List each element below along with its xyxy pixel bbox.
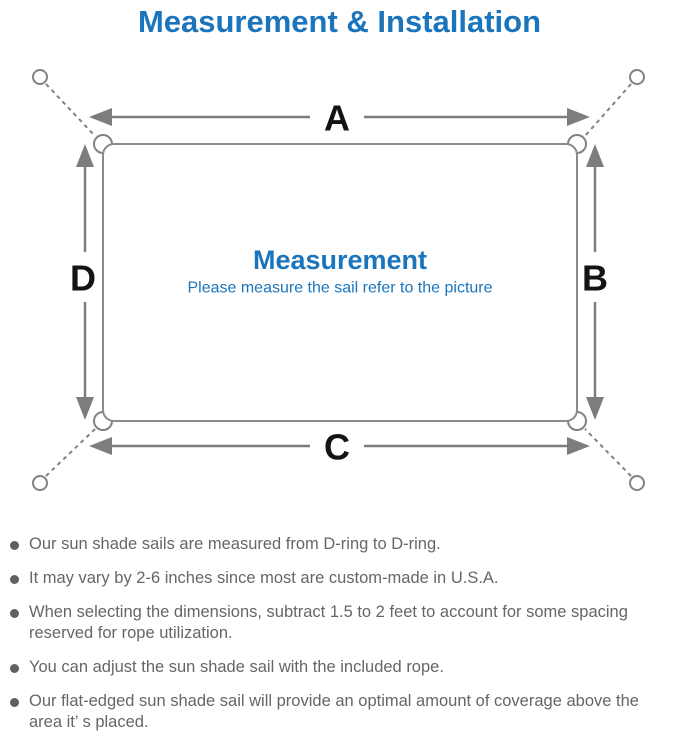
- corner-ropes: [45, 83, 632, 477]
- rope-top-right-line: [584, 83, 632, 137]
- arrow-up-head-icon: [586, 144, 604, 167]
- list-item: Our flat-edged sun shade sail will provi…: [10, 691, 667, 733]
- note-text: Our flat-edged sun shade sail will provi…: [29, 692, 639, 731]
- arrow-left-head-icon: [89, 437, 112, 455]
- bullet-icon: [10, 664, 19, 673]
- bullet-icon: [10, 609, 19, 618]
- rope-bottom-right-line: [584, 428, 632, 477]
- bullet-icon: [10, 575, 19, 584]
- center-title: Measurement: [253, 245, 427, 275]
- dimension-label-b: B: [582, 258, 608, 299]
- arrow-right-head-icon: [567, 108, 590, 126]
- list-item: When selecting the dimensions, subtract …: [10, 602, 667, 644]
- dimension-label-a: A: [324, 98, 350, 139]
- note-text: It may vary by 2-6 inches since most are…: [29, 569, 499, 587]
- bullet-icon: [10, 541, 19, 550]
- anchor-points: [32, 69, 645, 491]
- anchor-point-icon: [629, 69, 645, 85]
- notes-list: Our sun shade sails are measured from D-…: [0, 514, 679, 733]
- list-item: Our sun shade sails are measured from D-…: [10, 534, 667, 555]
- list-item: You can adjust the sun shade sail with t…: [10, 657, 667, 678]
- rope-bottom-left-line: [45, 428, 96, 477]
- arrow-left-head-icon: [89, 108, 112, 126]
- note-text: When selecting the dimensions, subtract …: [29, 603, 628, 642]
- d-rings: [93, 134, 587, 431]
- anchor-point-icon: [629, 475, 645, 491]
- arrow-up-head-icon: [76, 144, 94, 167]
- note-text: Our sun shade sails are measured from D-…: [29, 535, 441, 553]
- list-item: It may vary by 2-6 inches since most are…: [10, 568, 667, 589]
- anchor-point-icon: [32, 69, 48, 85]
- note-text: You can adjust the sun shade sail with t…: [29, 658, 444, 676]
- bullet-icon: [10, 698, 19, 707]
- arrow-right-head-icon: [567, 437, 590, 455]
- dimension-label-d: D: [70, 258, 96, 299]
- arrow-down-head-icon: [586, 397, 604, 420]
- center-subtitle: Please measure the sail refer to the pic…: [187, 280, 492, 297]
- anchor-point-icon: [32, 475, 48, 491]
- dimension-label-c: C: [324, 427, 350, 468]
- page-title: Measurement & Installation: [137, 4, 542, 39]
- sail-rectangle: [102, 143, 578, 422]
- rope-top-left-line: [45, 83, 96, 137]
- arrow-down-head-icon: [76, 397, 94, 420]
- sail-diagram-svg: A C D B: [32, 69, 645, 491]
- measurement-diagram: A C D B: [0, 52, 679, 514]
